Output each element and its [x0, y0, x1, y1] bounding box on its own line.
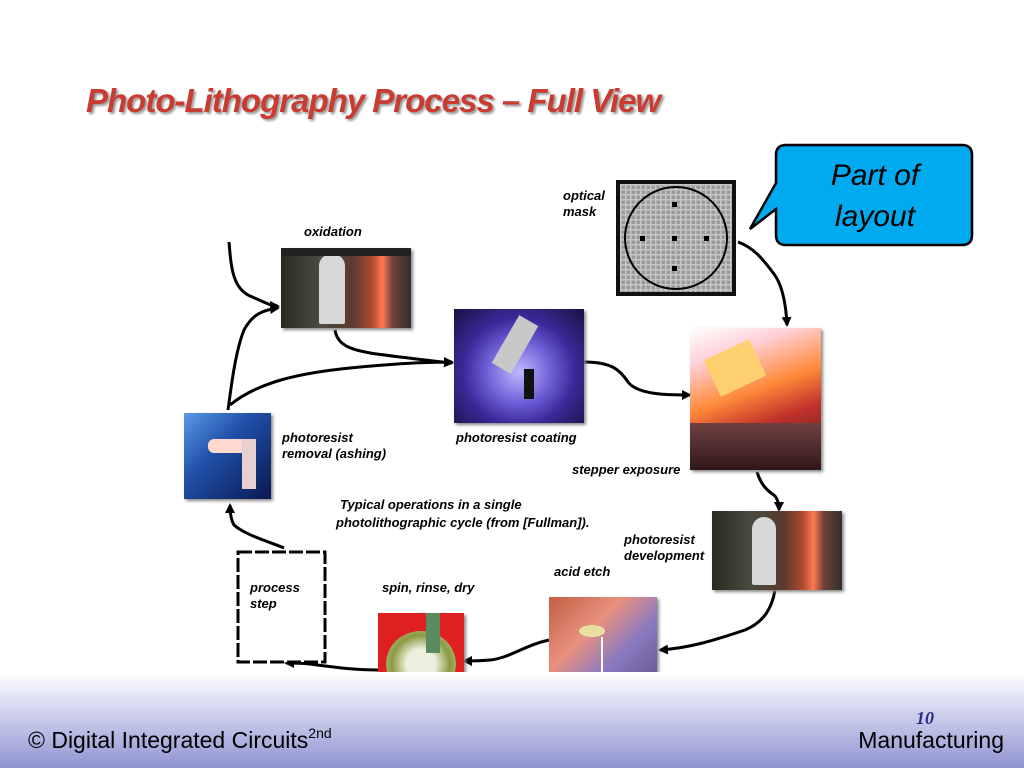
- oxidation-image: [281, 248, 411, 328]
- callout-bubble: [748, 143, 974, 247]
- label-acid-etch: acid etch: [554, 564, 611, 579]
- stepper-exposure-image: [690, 328, 821, 470]
- label-stepper-exposure: stepper exposure: [572, 462, 681, 477]
- arrow-removal-to-oxidation: [226, 304, 280, 411]
- arrow-development-to-etch: [658, 589, 777, 655]
- arrow-etch-to-spin: [462, 638, 550, 666]
- arrow-mask-to-stepper: [737, 240, 792, 327]
- photoresist-development-image: [712, 511, 842, 590]
- arrow-oxidation-to-coating: [333, 329, 454, 368]
- arrow-spin-to-processstep: [284, 658, 381, 672]
- arrow-removal-to-coating: [229, 357, 454, 407]
- slide-title: Photo-Lithography Process – Full View: [86, 82, 661, 119]
- label-oxidation: oxidation: [304, 224, 362, 239]
- arrow-processstep-to-removal: [225, 503, 285, 550]
- photoresist-removal-image: [184, 413, 271, 499]
- process-step-box: [236, 550, 327, 664]
- arrow-stepper-to-development: [755, 471, 784, 512]
- arrow-start-to-oxidation: [227, 241, 280, 311]
- label-spin-rinse-dry: spin, rinse, dry: [382, 580, 475, 595]
- photoresist-coating-image: [454, 309, 584, 423]
- label-photoresist-coating: photoresist coating: [456, 430, 577, 445]
- arrow-coating-to-stepper: [583, 360, 692, 400]
- page-number: 10: [916, 708, 934, 728]
- footer-copyright: © Digital Integrated Circuits2nd: [28, 725, 332, 753]
- footer-band: [0, 672, 1024, 768]
- optical-mask-image: [616, 180, 736, 296]
- footer-section: Manufacturing: [858, 727, 1004, 753]
